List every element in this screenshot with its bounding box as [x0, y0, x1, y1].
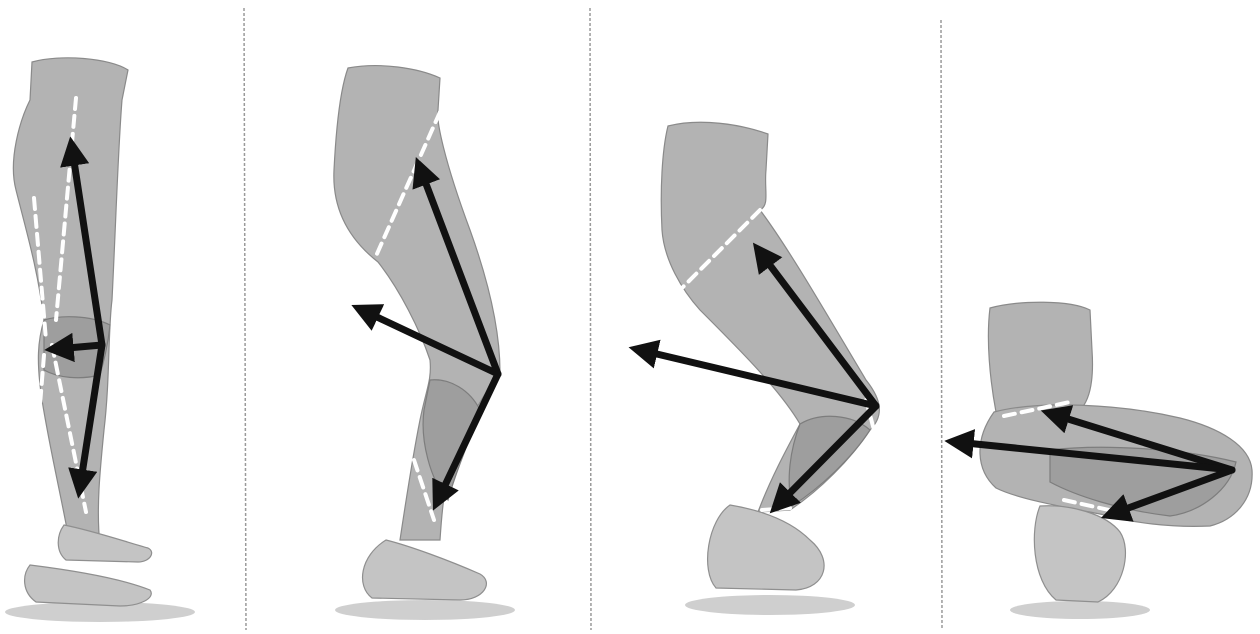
floor-shadow	[1010, 601, 1150, 619]
force-arrow	[56, 345, 102, 349]
foot	[1034, 506, 1125, 602]
foot-front	[58, 525, 151, 562]
panel-divider-1	[244, 8, 246, 630]
panel-divider-3	[941, 20, 942, 630]
foot-back	[25, 565, 152, 606]
panel-deep-squat	[956, 302, 1252, 619]
calf-shading	[789, 416, 870, 506]
floor-shadow	[335, 600, 515, 620]
leg-silhouette	[13, 58, 128, 545]
panel-slight-knee-bend	[334, 66, 515, 620]
foot	[708, 505, 824, 590]
panel-divider-2	[590, 8, 591, 630]
foot	[363, 540, 487, 600]
floor-shadow	[685, 595, 855, 615]
torso-silhouette	[988, 302, 1092, 412]
panel-standing-straight	[5, 58, 195, 622]
panel-half-squat	[640, 122, 879, 615]
